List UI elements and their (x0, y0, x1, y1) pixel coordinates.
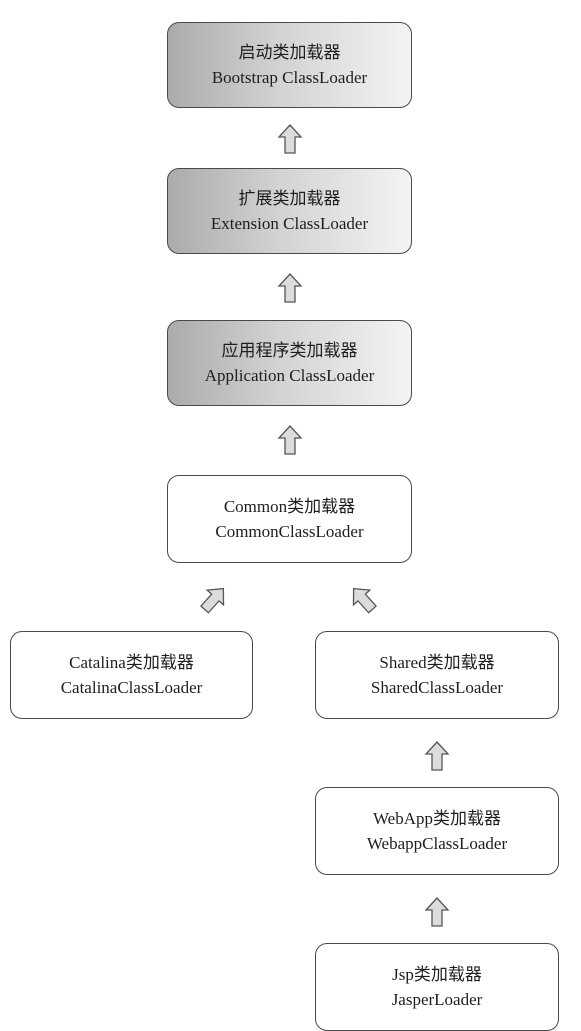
node-label-en: Bootstrap ClassLoader (211, 68, 368, 87)
jsp-classloader-node: Jsp类加载器 JasperLoader (315, 943, 559, 1031)
node-label-cn: Catalina类加载器 (69, 653, 194, 672)
application-classloader-node: 应用程序类加载器 Application ClassLoader (167, 320, 412, 406)
arrow-shape (277, 425, 303, 455)
arrow-shape (424, 897, 450, 927)
node-label-en: CommonClassLoader (215, 522, 364, 541)
common-classloader-node: Common类加载器 CommonClassLoader (167, 475, 412, 563)
shared-classloader-node: Shared类加载器 SharedClassLoader (315, 631, 559, 719)
node-label-en: Extension ClassLoader (210, 214, 369, 233)
up-arrow-icon (424, 897, 450, 927)
node-label-cn: Shared类加载器 (379, 653, 495, 672)
up-arrow-icon (277, 124, 303, 154)
bootstrap-classloader-node: 启动类加载器 Bootstrap ClassLoader (167, 22, 412, 108)
arrow-shape (277, 124, 303, 154)
node-label-en: JasperLoader (391, 990, 483, 1009)
webapp-classloader-node: WebApp类加载器 WebappClassLoader (315, 787, 559, 875)
diagonal-arrow-icon (344, 580, 382, 618)
node-label-en: SharedClassLoader (370, 678, 504, 697)
diagonal-arrow-icon (195, 580, 233, 618)
arrow-shape (424, 741, 450, 771)
node-label-cn: 应用程序类加载器 (221, 341, 358, 360)
arrow-shape (277, 273, 303, 303)
node-label-cn: Jsp类加载器 (392, 965, 482, 984)
arrow-shape (352, 587, 378, 614)
node-label-cn: 启动类加载器 (238, 43, 341, 62)
node-label-cn: Common类加载器 (223, 497, 356, 516)
extension-classloader-node: 扩展类加载器 Extension ClassLoader (167, 168, 412, 254)
node-label-en: WebappClassLoader (366, 834, 508, 853)
arrow-shape (199, 587, 225, 614)
up-arrow-icon (424, 741, 450, 771)
catalina-classloader-node: Catalina类加载器 CatalinaClassLoader (10, 631, 253, 719)
node-label-en: Application ClassLoader (204, 366, 375, 385)
node-label-en: CatalinaClassLoader (60, 678, 203, 697)
up-arrow-icon (277, 273, 303, 303)
node-label-cn: 扩展类加载器 (238, 189, 341, 208)
up-arrow-icon (277, 425, 303, 455)
node-label-cn: WebApp类加载器 (372, 809, 501, 828)
